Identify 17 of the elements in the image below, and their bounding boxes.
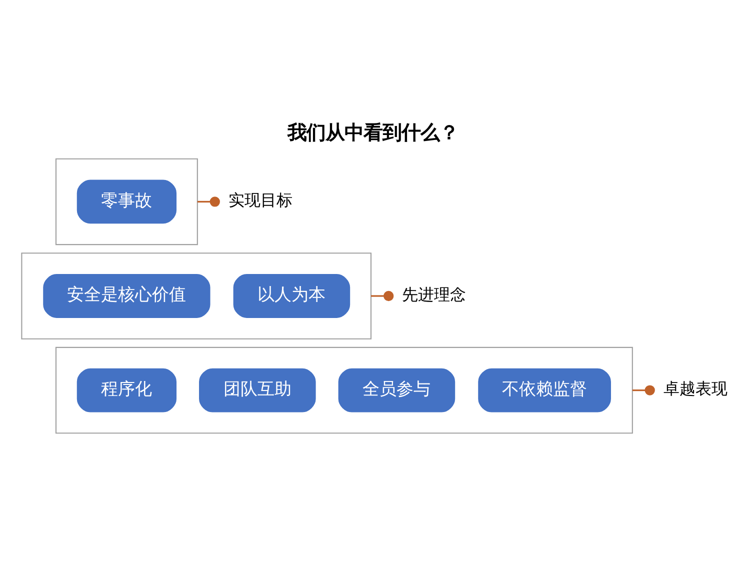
node-box: 以人为本 [233, 274, 350, 318]
node-box: 团队互助 [199, 368, 316, 412]
node-text: 卓越表现 [664, 379, 728, 398]
cluster [55, 346, 633, 434]
connector [197, 196, 220, 207]
connector [370, 290, 394, 302]
node-text: 实现目标 [228, 190, 293, 210]
connector [632, 385, 655, 396]
node-box: 不依赖监督 [478, 368, 611, 412]
node-box: 程序化 [76, 368, 177, 412]
node-box: 安全是核心价值 [43, 274, 210, 318]
node-box: 零事故 [76, 180, 177, 224]
cluster [21, 252, 372, 340]
node-text: 先进理念 [402, 284, 466, 304]
node-box: 全员参与 [338, 368, 456, 412]
diagram-title: 我们从中看到什么？ [288, 120, 459, 144]
cluster [55, 158, 198, 246]
